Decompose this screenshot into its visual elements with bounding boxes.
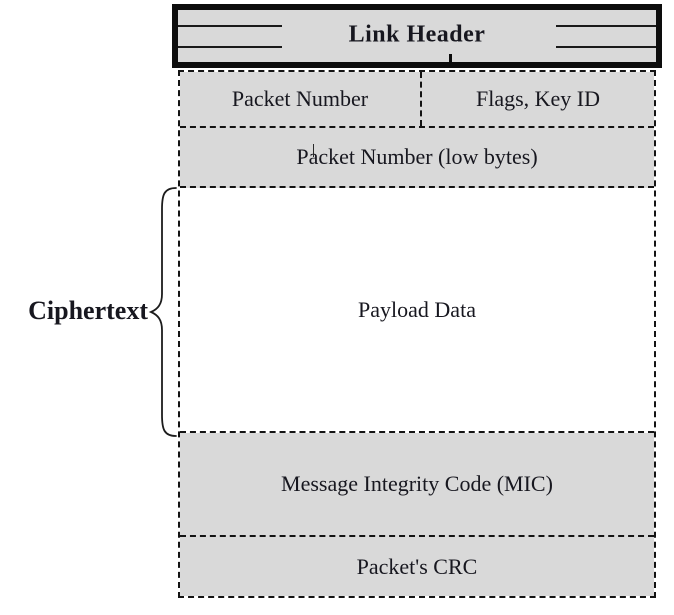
flags-key-id-label: Flags, Key ID [475, 86, 601, 111]
stray-caret-mark [313, 144, 314, 157]
ciphertext-brace [148, 187, 177, 437]
packet-number-low-label: Packet Number (low bytes) [296, 144, 538, 169]
flags-key-id-cell: Flags, Key ID [422, 72, 654, 126]
header-fields-row: Packet Number Flags, Key ID [180, 72, 654, 128]
mic-label: Message Integrity Code (MIC) [281, 471, 553, 496]
crc-cell: Packet's CRC [180, 537, 654, 596]
header-rule-right-top [556, 25, 656, 27]
header-rule-right-bottom [556, 46, 656, 48]
mic-cell: Message Integrity Code (MIC) [180, 433, 654, 537]
packet-fields-stack: Packet Number Flags, Key ID Packet Numbe… [178, 70, 656, 598]
link-header-cell: Link Header [172, 4, 662, 68]
payload-data-cell: Payload Data [180, 188, 654, 433]
header-rule-left-bottom [178, 46, 282, 48]
packet-number-low-cell: Packet Number (low bytes) [180, 128, 654, 188]
header-bottom-tick [449, 54, 452, 62]
crc-label: Packet's CRC [356, 553, 478, 579]
link-header-label: Link Header [348, 21, 486, 48]
header-rule-left-top [178, 25, 282, 27]
packet-number-label: Packet Number [231, 86, 369, 111]
payload-data-label: Payload Data [358, 296, 476, 322]
packet-number-cell: Packet Number [180, 72, 422, 126]
ciphertext-label: Ciphertext [28, 296, 148, 325]
